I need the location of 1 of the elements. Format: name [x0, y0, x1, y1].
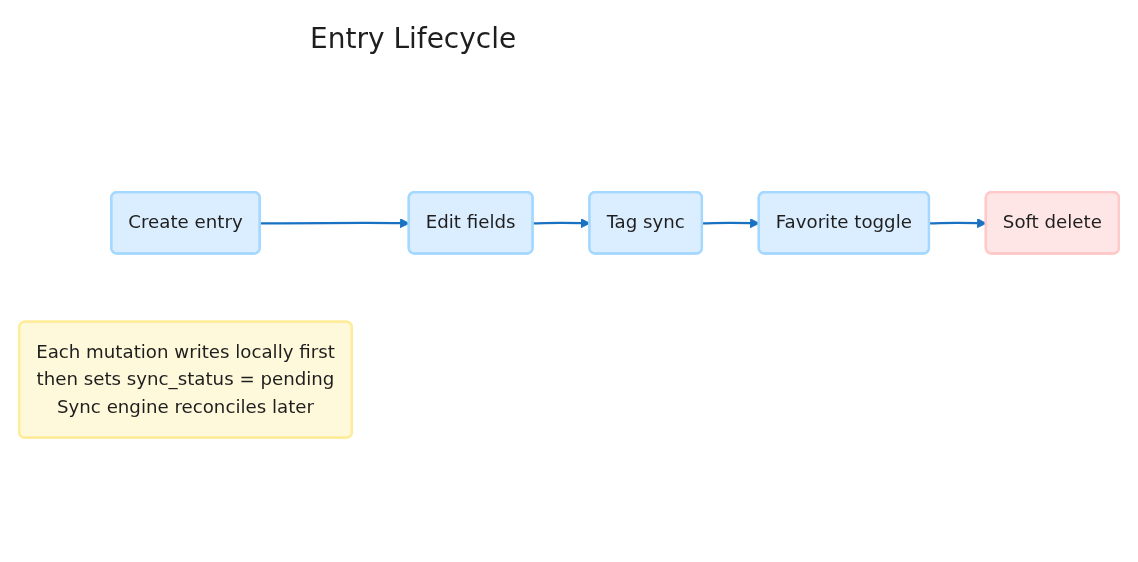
diagram-title: Entry Lifecycle — [310, 22, 517, 55]
